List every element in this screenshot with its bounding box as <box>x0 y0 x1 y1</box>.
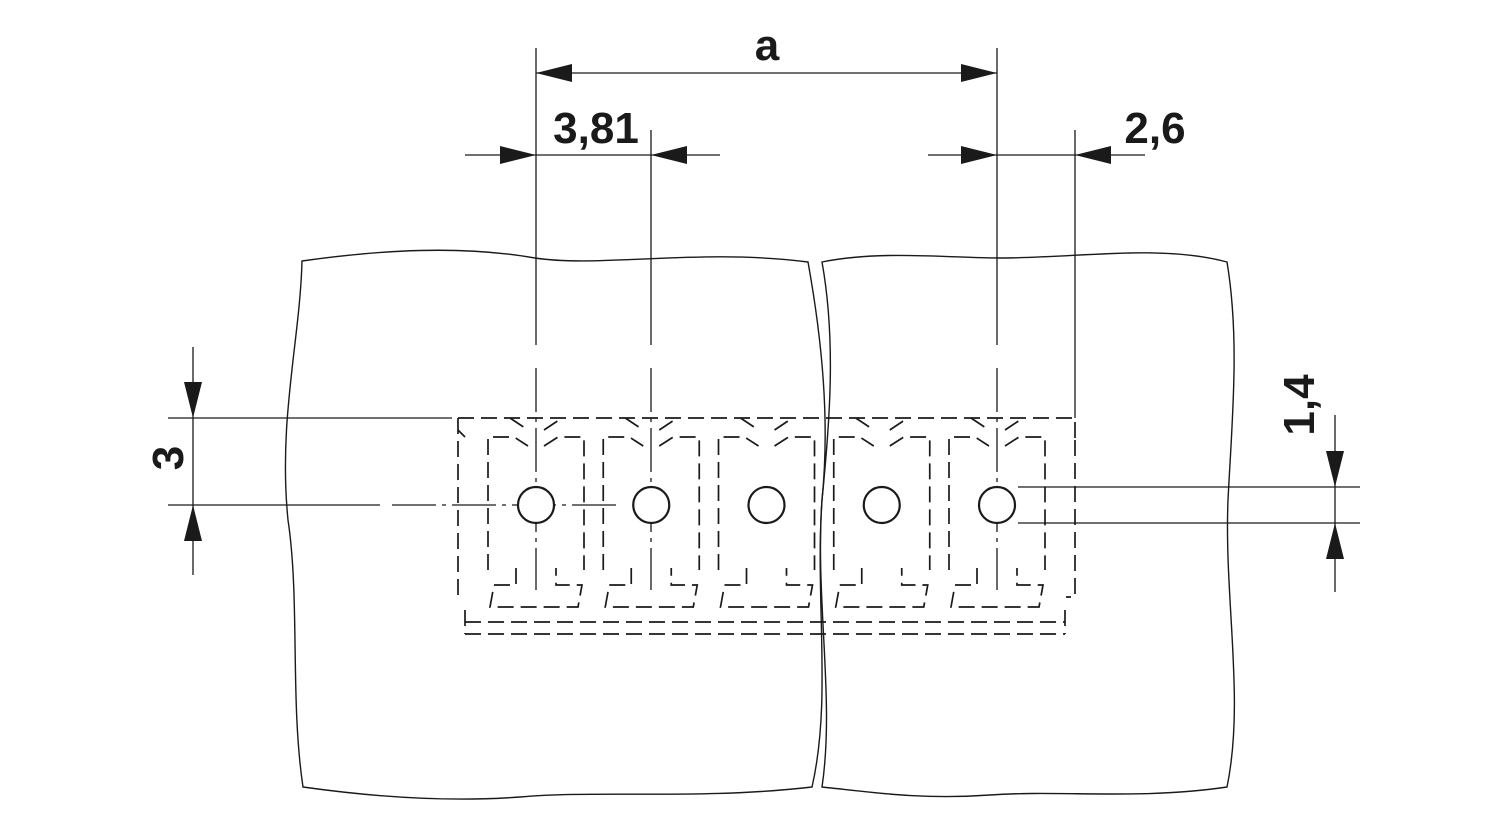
label-pitch: 3,81 <box>553 104 639 153</box>
hole <box>632 485 671 525</box>
pcb-board-left <box>284 249 826 800</box>
connector-pocket <box>832 417 931 608</box>
connector-pocket <box>948 417 1046 608</box>
pcb-board-right <box>819 252 1236 798</box>
hole-row <box>516 485 1017 525</box>
label-a: a <box>755 21 780 70</box>
label-hole-diameter: 1,4 <box>1275 374 1324 436</box>
hole <box>747 485 786 525</box>
hole <box>862 485 901 525</box>
hole-diameter-extension-lines <box>1018 486 1360 524</box>
dimension-hole-diameter <box>1326 415 1344 592</box>
dimension-row-offset <box>184 347 202 575</box>
connector-outline <box>457 417 1076 635</box>
label-edge: 2,6 <box>1124 104 1185 153</box>
dimension-pitch <box>465 146 720 164</box>
center-lines <box>168 48 1076 590</box>
connector-pocket <box>602 417 701 608</box>
connector-pocket <box>717 417 816 608</box>
dimension-a <box>536 64 997 82</box>
dimension-edge <box>928 146 1145 164</box>
hole <box>516 485 556 525</box>
label-row-offset: 3 <box>144 446 193 470</box>
connector-pocket <box>487 417 585 608</box>
connector-pockets <box>487 417 1046 608</box>
hole <box>977 485 1017 525</box>
